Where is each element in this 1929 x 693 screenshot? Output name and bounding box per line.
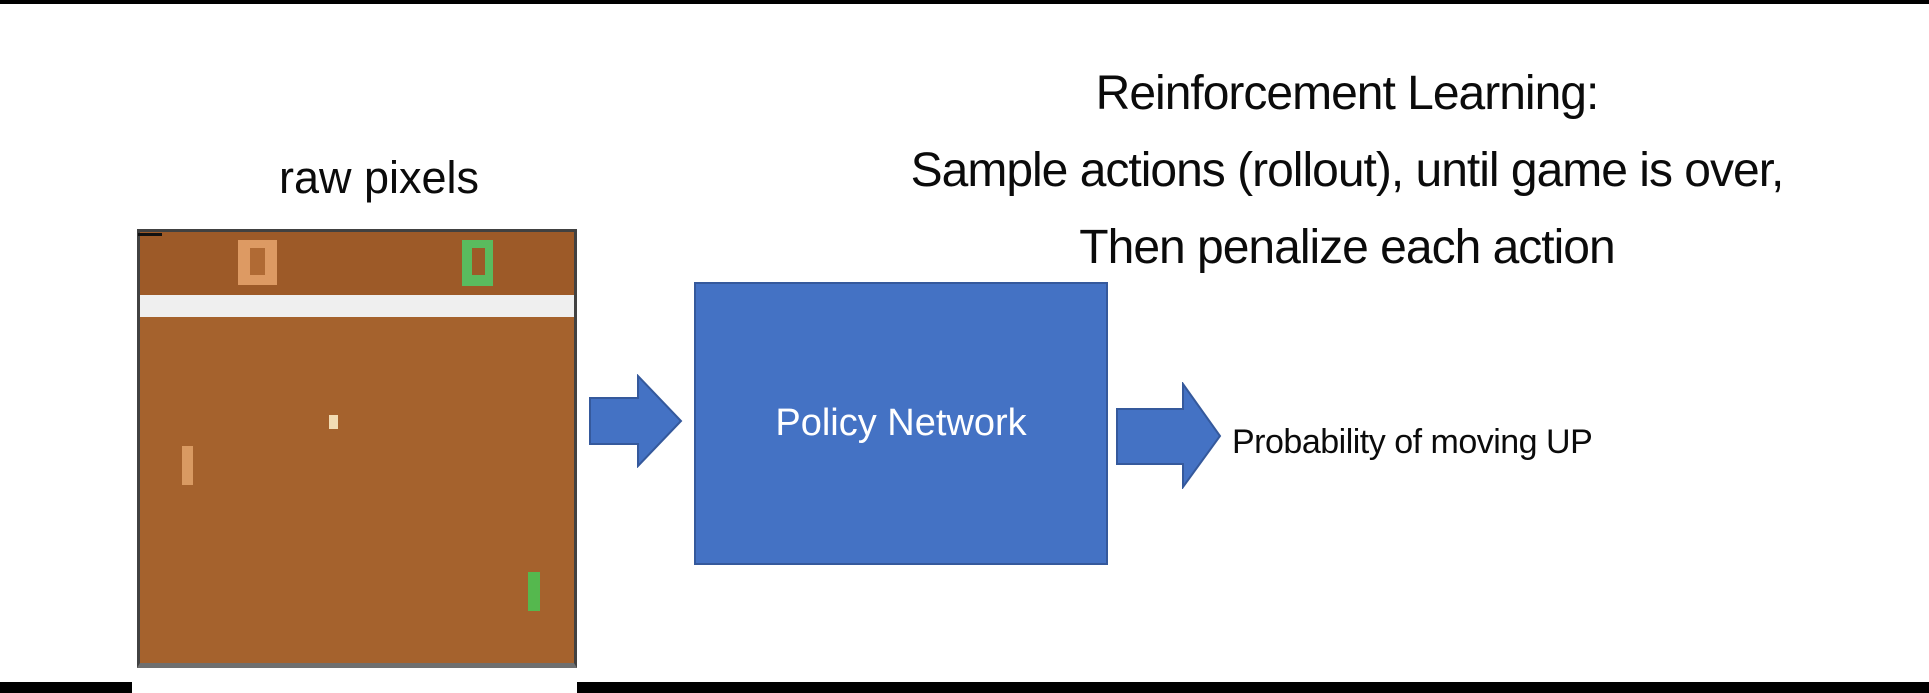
pong-ball — [329, 415, 338, 429]
policy-network-label: Policy Network — [775, 402, 1027, 444]
pong-score-area — [140, 232, 574, 295]
bottom-black-bar-left — [0, 682, 132, 693]
output-probability-label: Probability of moving UP — [1232, 423, 1593, 461]
pong-left-paddle — [182, 446, 193, 485]
input-arrow-icon — [588, 374, 684, 468]
top-black-bar — [0, 0, 1929, 4]
right-score-digit-hole — [472, 248, 485, 275]
title-line-1: Reinforcement Learning: — [1095, 67, 1600, 120]
left-score-digit — [238, 240, 277, 285]
title-line-2: Sample actions (rollout), until game is … — [910, 144, 1785, 197]
policy-network-box: Policy Network — [694, 282, 1108, 565]
right-score-digit — [462, 240, 493, 286]
slide-title: Reinforcement Learning: Sample actions (… — [765, 55, 1929, 286]
raw-pixels-label: raw pixels — [278, 152, 480, 203]
pong-right-paddle — [528, 572, 540, 611]
pong-divider-bar — [140, 295, 574, 317]
left-score-digit-hole — [250, 248, 265, 275]
pong-playfield — [140, 317, 574, 663]
bottom-black-bar-right — [577, 682, 1929, 693]
pong-corner-mark — [138, 233, 162, 236]
title-line-3: Then penalize each action — [1079, 221, 1615, 274]
pong-game-screenshot — [137, 229, 577, 668]
output-arrow-icon — [1115, 382, 1223, 489]
